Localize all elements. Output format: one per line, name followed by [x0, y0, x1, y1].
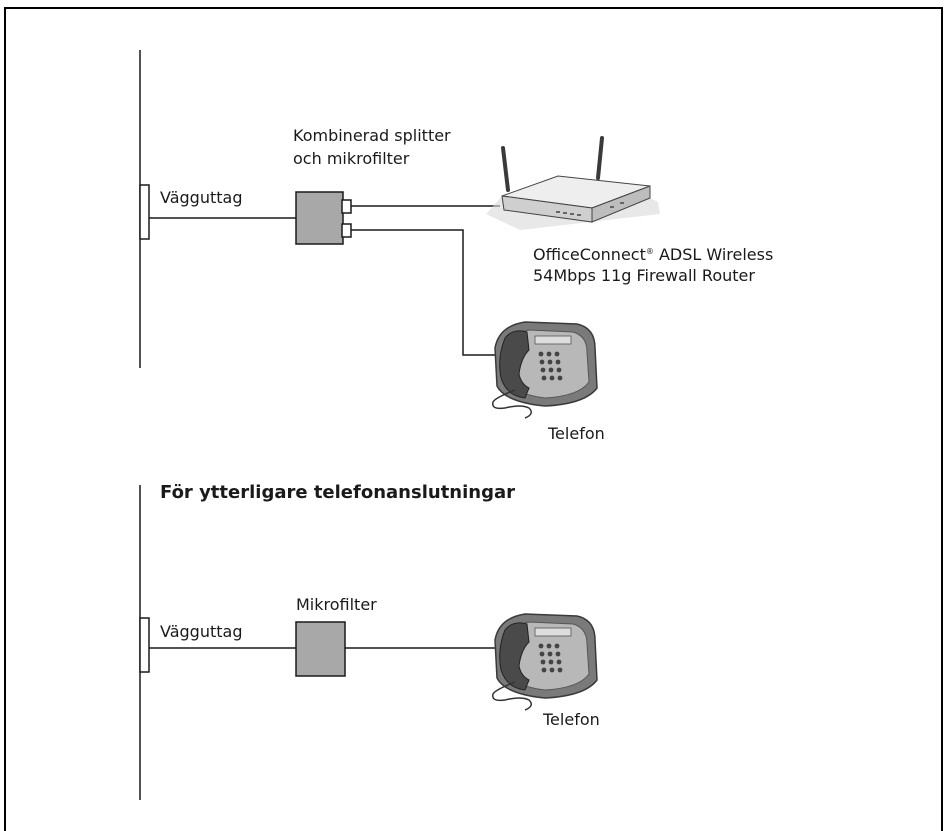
phone-label-top: Telefon [548, 424, 605, 443]
wall-outlet-label-top: Vägguttag [160, 188, 243, 207]
router-label-line2: 54Mbps 11g Firewall Router [533, 266, 755, 285]
phone-label-bottom: Telefon [543, 710, 600, 729]
router-label-line1: OfficeConnect® ADSL Wireless [533, 240, 773, 267]
microfilter [295, 621, 346, 677]
splitter-label-line2: och mikrofilter [293, 149, 410, 168]
router-model-part1: ADSL Wireless [653, 245, 774, 264]
router-antenna-left [501, 146, 510, 192]
telephone-bottom [492, 613, 598, 711]
wire-splitter-to-phone [351, 229, 497, 356]
page-frame [4, 7, 943, 831]
registered-mark: ® [645, 247, 654, 256]
router-brand: OfficeConnect [533, 245, 646, 264]
wall-outlet-bottom [139, 617, 150, 673]
splitter-port-router [341, 199, 352, 214]
wall-outlet-top [139, 184, 150, 240]
adsl-router [486, 136, 660, 230]
splitter-port-phone [341, 223, 352, 238]
router-antenna-right [596, 136, 604, 180]
wall-outlet-label-bottom: Vägguttag [160, 622, 243, 641]
telephone-top [492, 321, 598, 419]
section-heading-additional-phones: För ytterligare telefonanslutningar [160, 482, 515, 503]
splitter-label-line1: Kombinerad splitter [293, 126, 451, 145]
combined-splitter-microfilter [295, 191, 352, 245]
microfilter-label: Mikrofilter [296, 595, 377, 614]
